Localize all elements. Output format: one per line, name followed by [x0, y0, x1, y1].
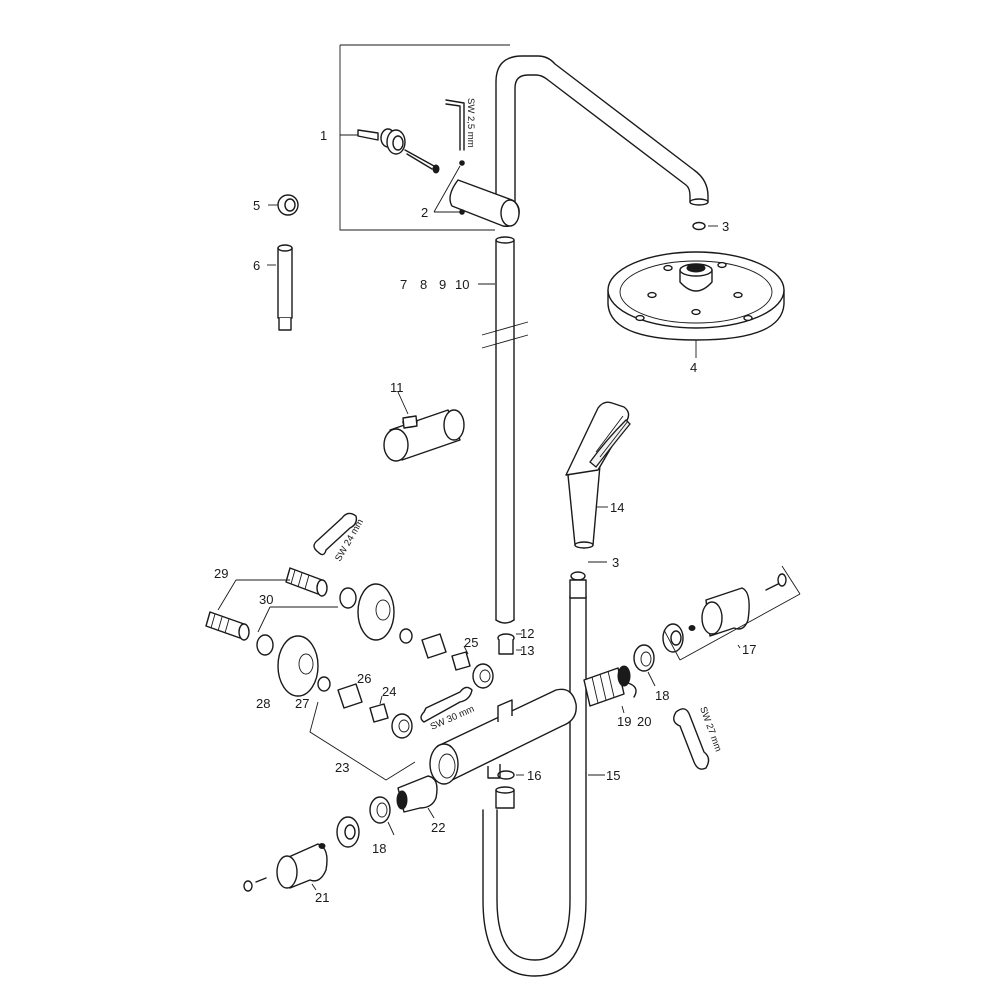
callout-4: 4 — [690, 360, 697, 375]
callout-24: 24 — [382, 684, 396, 699]
callout-30: 30 — [259, 592, 273, 607]
washer-part-27 — [317, 676, 331, 692]
handle-part-17 — [662, 565, 801, 661]
wrench-30-icon — [420, 686, 473, 723]
escutcheon-upper — [357, 583, 395, 641]
overhead-shower-part-4 — [607, 251, 785, 358]
callout-26: 26 — [357, 671, 371, 686]
callout-10: 10 — [455, 277, 469, 292]
callout-14: 14 — [610, 500, 624, 515]
group-box-1 — [339, 44, 510, 231]
nut-part-5 — [268, 194, 299, 216]
leader-30 — [257, 606, 338, 633]
handle-part-21 — [243, 816, 360, 892]
fitting-12-13 — [497, 633, 522, 655]
callout-19: 19 — [617, 714, 631, 729]
escutcheon-part-28 — [277, 635, 319, 697]
thermostat-body — [429, 688, 577, 785]
o-ring-top — [692, 221, 706, 231]
union-nut-upper — [472, 663, 494, 689]
callout-18-left: 18 — [372, 841, 386, 856]
callout-7: 7 — [400, 277, 407, 292]
wrench-24-icon — [313, 512, 358, 556]
extension-part-6 — [267, 244, 293, 331]
shower-arm-riser — [449, 55, 709, 228]
callout-5: 5 — [253, 198, 260, 213]
slider-part-11 — [383, 391, 465, 462]
callout-20: 20 — [637, 714, 651, 729]
connector-upper — [421, 633, 447, 659]
callout-1: 1 — [320, 128, 327, 143]
nut-part-18-right — [633, 644, 656, 687]
filter-part-25 — [451, 651, 471, 671]
o-ring-16 — [497, 770, 515, 780]
callout-labels: 1 2 3 4 5 6 7 8 9 10 11 12 13 14 3 15 16… — [214, 128, 756, 905]
callout-21: 21 — [315, 890, 329, 905]
hex-key-size-label: SW 2,5 mm — [465, 98, 476, 148]
callout-8: 8 — [420, 277, 427, 292]
callout-6: 6 — [253, 258, 260, 273]
callout-22: 22 — [431, 820, 445, 835]
callout-3-hose: 3 — [612, 555, 619, 570]
wall-anchor-part-1 — [340, 128, 440, 174]
leader-23 — [309, 701, 416, 781]
union-nut-lower — [391, 713, 413, 739]
callout-3: 3 — [722, 219, 729, 234]
nut-lower — [256, 634, 274, 656]
leader-29 — [217, 579, 290, 611]
callout-23: 23 — [335, 760, 349, 775]
callout-11: 11 — [390, 380, 404, 395]
connector-part-26 — [337, 683, 363, 709]
callout-18-right: 18 — [655, 688, 669, 703]
callout-28: 28 — [256, 696, 270, 711]
set-screw-upper — [459, 160, 465, 166]
callout-13: 13 — [520, 643, 534, 658]
callout-27: 27 — [295, 696, 309, 711]
thermostat-element-part-22 — [396, 775, 438, 819]
cartridge-part-19 — [583, 665, 637, 714]
callout-12: 12 — [520, 626, 534, 641]
wrench-27-icon — [673, 708, 710, 770]
callout-17: 17 — [742, 642, 756, 657]
handshower-part-14 — [565, 401, 631, 549]
callout-2: 2 — [421, 205, 428, 220]
set-screw-lower — [459, 209, 465, 215]
washer-upper — [399, 628, 413, 644]
hex-key-icon — [445, 99, 465, 151]
callout-25: 25 — [464, 635, 478, 650]
callout-16: 16 — [527, 768, 541, 783]
nut-part-18-left — [369, 796, 391, 824]
riser-rod — [478, 236, 529, 624]
nut-upper — [339, 587, 357, 609]
callout-15: 15 — [606, 768, 620, 783]
elbow-part-29-upper — [285, 567, 328, 597]
callout-9: 9 — [439, 277, 446, 292]
shower-hose-part-15 — [482, 579, 605, 977]
leader-2 — [433, 165, 461, 213]
o-ring-hose — [570, 571, 586, 581]
elbow-part-29-lower — [205, 611, 250, 641]
filter-part-24 — [369, 703, 389, 723]
callout-29: 29 — [214, 566, 228, 581]
